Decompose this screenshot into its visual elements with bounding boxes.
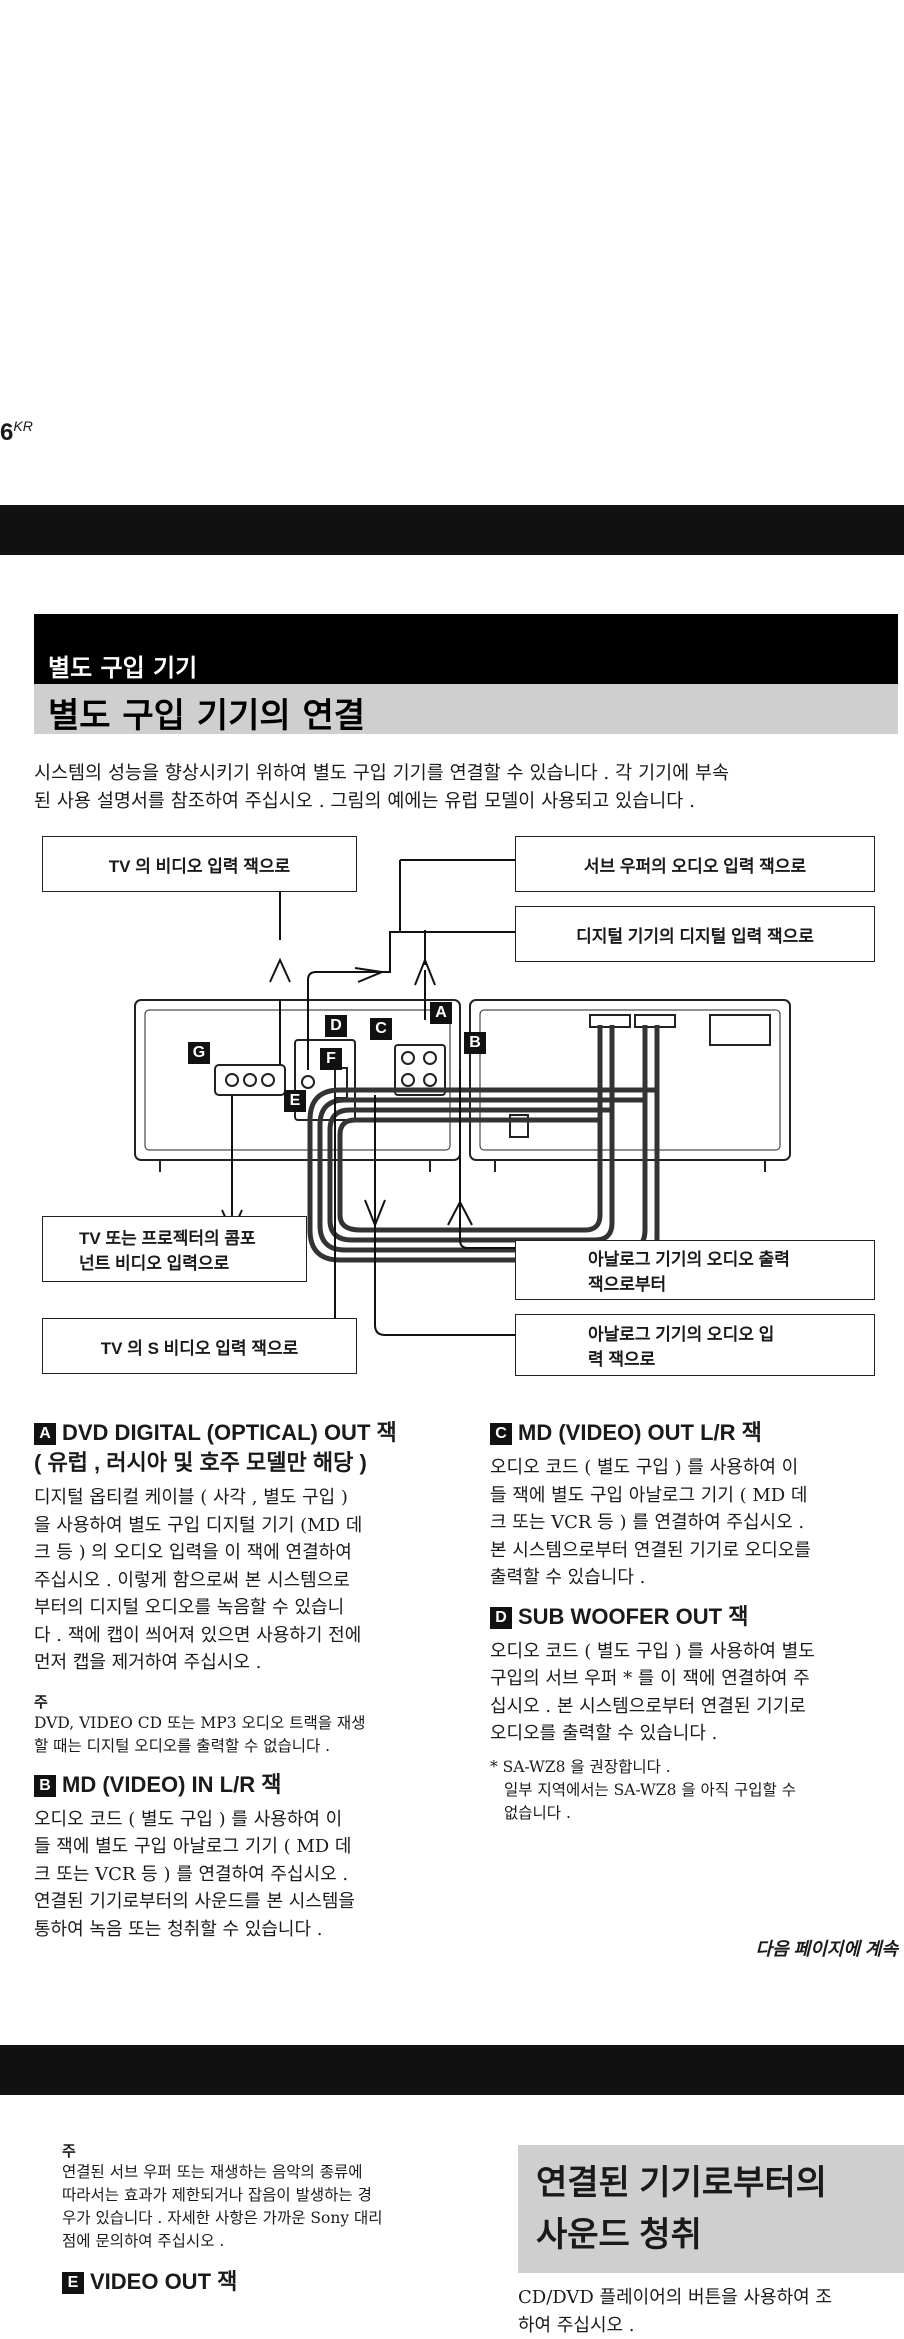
bottom-left-column: 주 연결된 서브 우퍼 또는 재생하는 음악의 종류에 따라서는 효과가 제한되… [62, 2140, 482, 2297]
note-line: 점에 문의하여 주십시오 . [62, 2230, 482, 2253]
label-digital-in: 디지털 기기의 디지털 입력 잭으로 [515, 906, 875, 962]
label-analog-out: 아날로그 기기의 오디오 출력 잭으로부터 [515, 1240, 875, 1300]
body-line: 통하여 녹음 또는 청취할 수 있습니다 . [34, 1916, 454, 1944]
body-line: 크 또는 VCR 등 ) 를 연결하여 주십시오 . [34, 1861, 454, 1889]
label-s-video-in: TV 의 S 비디오 입력 잭으로 [42, 1318, 357, 1374]
label-tv-video-in: TV 의 비디오 입력 잭으로 [42, 836, 357, 892]
item-b-body: 오디오 코드 ( 별도 구입 ) 를 사용하여 이 들 잭에 별도 구입 아날로… [34, 1806, 454, 1944]
note-heading: 주 [34, 1691, 454, 1712]
label-line: 잭으로부터 [588, 1270, 666, 1295]
label-analog-in: 아날로그 기기의 오디오 입 력 잭으로 [515, 1314, 875, 1376]
badge-c: C [370, 1018, 392, 1040]
body-line: 오디오 코드 ( 별도 구입 ) 를 사용하여 이 [34, 1806, 454, 1834]
item-c-heading: C MD (VIDEO) OUT L/R 잭 [490, 1418, 900, 1448]
item-a-body: 디지털 옵티컬 케이블 ( 사각 , 별도 구입 ) 을 사용하여 별도 구입 … [34, 1484, 454, 1677]
badge-d-heading: D [490, 1607, 512, 1629]
badge-g: G [188, 1042, 210, 1064]
body-line: 연결된 기기로부터의 사운드를 본 시스템을 [34, 1888, 454, 1916]
item-e-heading: E VIDEO OUT 잭 [62, 2267, 482, 2297]
note-line: DVD, VIDEO CD 또는 MP3 오디오 트랙을 재생 [34, 1712, 454, 1735]
item-a-note: DVD, VIDEO CD 또는 MP3 오디오 트랙을 재생 할 때는 디지털… [34, 1712, 454, 1758]
title-line: 연결된 기기로부터의 [536, 2157, 896, 2209]
intro-paragraph: 시스템의 성능을 향상시키기 위하여 별도 구입 기기를 연결할 수 있습니다 … [34, 760, 894, 816]
item-b-title: MD (VIDEO) IN L/R 잭 [62, 1772, 281, 1797]
label-line: 아날로그 기기의 오디오 입 [588, 1320, 774, 1345]
body-line: 들 잭에 별도 구입 아날로그 기기 ( MD 데 [34, 1833, 454, 1861]
item-a-subtitle: ( 유럽 , 러시아 및 호주 모델만 해당 ) [34, 1448, 454, 1478]
item-e-title: VIDEO OUT 잭 [90, 2269, 237, 2294]
label-line: 력 잭으로 [588, 1345, 655, 1370]
section-title: 별도 구입 기기의 연결 [48, 688, 365, 737]
page-divider-top [0, 505, 904, 555]
speaker-cable-bundle [310, 1025, 657, 1260]
badge-b: B [464, 1032, 486, 1054]
bottom-section-title: 연결된 기기로부터의 사운드 청취 [536, 2157, 896, 2261]
label-line: 아날로그 기기의 오디오 출력 [588, 1245, 790, 1270]
body-line: 디지털 옵티컬 케이블 ( 사각 , 별도 구입 ) [34, 1484, 454, 1512]
badge-a: A [430, 1002, 452, 1024]
main-unit-outline [135, 1000, 460, 1160]
body-line: 들 잭에 별도 구입 아날로그 기기 ( MD 데 [490, 1482, 900, 1510]
note-line: 할 때는 디지털 오디오를 출력할 수 없습니다 . [34, 1735, 454, 1758]
label-line: TV 또는 프로젝터의 콤포 [79, 1224, 256, 1249]
body-line: 다 . 잭에 캡이 씌어져 있으면 사용하기 전에 [34, 1622, 454, 1650]
label-component-in: TV 또는 프로젝터의 콤포 넌트 비디오 입력으로 [42, 1216, 307, 1282]
bottom-section-body: CD/DVD 플레이어의 버튼을 사용하여 조 하여 주십시오 . [518, 2284, 904, 2339]
footnote-line: * SA-WZ8 을 권장합니다 . [490, 1756, 900, 1779]
connection-diagram: TV 의 비디오 입력 잭으로 서브 우퍼의 오디오 입력 잭으로 디지털 기기… [0, 820, 904, 1390]
item-a-title: DVD DIGITAL (OPTICAL) OUT 잭 [62, 1420, 397, 1445]
body-line: 주십시오 . 이렇게 함으로써 본 시스템으로 [34, 1567, 454, 1595]
footnote-line: 일부 지역에서는 SA-WZ8 을 아직 구입할 수 [490, 1779, 900, 1802]
bottom-note: 연결된 서브 우퍼 또는 재생하는 음악의 종류에 따라서는 효과가 제한되거나… [62, 2161, 482, 2253]
note-line: 우가 있습니다 . 자세한 사항은 가까운 Sony 대리 [62, 2207, 482, 2230]
note-line: 연결된 서브 우퍼 또는 재생하는 음악의 종류에 [62, 2161, 482, 2184]
item-c-body: 오디오 코드 ( 별도 구입 ) 를 사용하여 이 들 잭에 별도 구입 아날로… [490, 1454, 900, 1592]
section-label: 별도 구입 기기 [48, 648, 197, 683]
body-line: 크 또는 VCR 등 ) 를 연결하여 주십시오 . [490, 1509, 900, 1537]
item-a-heading: A DVD DIGITAL (OPTICAL) OUT 잭 ( 유럽 , 러시아 … [34, 1418, 454, 1478]
note-heading: 주 [62, 2140, 482, 2161]
intro-line: 시스템의 성능을 향상시키기 위하여 별도 구입 기기를 연결할 수 있습니다 … [34, 760, 894, 788]
label-line: 넌트 비디오 입력으로 [79, 1249, 229, 1274]
body-line: 오디오를 출력할 수 있습니다 . [490, 1720, 900, 1748]
item-d-body: 오디오 코드 ( 별도 구입 ) 를 사용하여 별도 구입의 서브 우퍼 * 를… [490, 1638, 900, 1748]
badge-e-heading: E [62, 2272, 84, 2294]
item-d-title: SUB WOOFER OUT 잭 [518, 1604, 748, 1629]
badge-e: E [284, 1090, 306, 1112]
item-c-title: MD (VIDEO) OUT L/R 잭 [518, 1420, 762, 1445]
note-line: 따라서는 효과가 제한되거나 잡음이 발생하는 경 [62, 2184, 482, 2207]
body-line: CD/DVD 플레이어의 버튼을 사용하여 조 [518, 2284, 904, 2312]
body-line: 을 사용하여 별도 구입 디지털 기기 (MD 데 [34, 1512, 454, 1540]
body-line: 크 등 ) 의 오디오 입력을 이 잭에 연결하여 [34, 1539, 454, 1567]
left-column: A DVD DIGITAL (OPTICAL) OUT 잭 ( 유럽 , 러시아 … [34, 1418, 454, 1943]
body-line: 십시오 . 본 시스템으로부터 연결된 기기로 [490, 1693, 900, 1721]
item-b-heading: B MD (VIDEO) IN L/R 잭 [34, 1770, 454, 1800]
body-line: 출력할 수 있습니다 . [490, 1564, 900, 1592]
badge-c-heading: C [490, 1423, 512, 1445]
badge-a-heading: A [34, 1423, 56, 1445]
badge-d: D [325, 1015, 347, 1037]
body-line: 본 시스템으로부터 연결된 기기로 오디오를 [490, 1537, 900, 1565]
body-line: 먼저 캡을 제거하여 주십시오 . [34, 1649, 454, 1677]
continued-next-page: 다음 페이지에 계속 [756, 1935, 898, 1961]
body-line: 오디오 코드 ( 별도 구입 ) 를 사용하여 별도 [490, 1638, 900, 1666]
page-number: 6KR [0, 418, 33, 447]
title-line: 사운드 청취 [536, 2209, 896, 2261]
body-line: 오디오 코드 ( 별도 구입 ) 를 사용하여 이 [490, 1454, 900, 1482]
right-column: C MD (VIDEO) OUT L/R 잭 오디오 코드 ( 별도 구입 ) 를… [490, 1418, 900, 1825]
body-line: 부터의 디지털 오디오를 녹음할 수 있습니 [34, 1594, 454, 1622]
page-divider-bottom [0, 2045, 904, 2095]
footnote-line: 없습니다 . [490, 1802, 900, 1825]
intro-line: 된 사용 설명서를 참조하여 주십시오 . 그림의 예에는 유럽 모델이 사용되… [34, 788, 894, 816]
label-sub-woofer-in: 서브 우퍼의 오디오 입력 잭으로 [515, 836, 875, 892]
bottom-section-title-band: 연결된 기기로부터의 사운드 청취 [518, 2145, 904, 2273]
item-d-footnote: * SA-WZ8 을 권장합니다 . 일부 지역에서는 SA-WZ8 을 아직 … [490, 1756, 900, 1825]
badge-b-heading: B [34, 1775, 56, 1797]
badge-f: F [320, 1048, 342, 1070]
item-d-heading: D SUB WOOFER OUT 잭 [490, 1602, 900, 1632]
body-line: 구입의 서브 우퍼 * 를 이 잭에 연결하여 주 [490, 1665, 900, 1693]
